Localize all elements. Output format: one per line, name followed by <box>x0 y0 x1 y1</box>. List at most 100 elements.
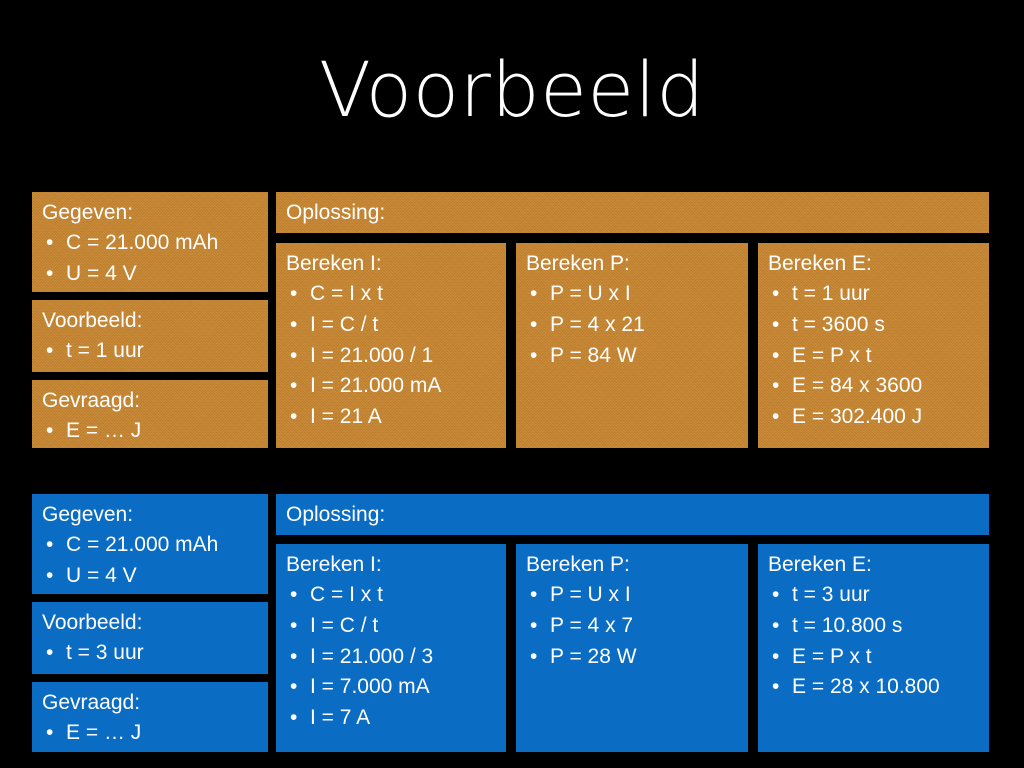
bullet-icon: • <box>290 312 298 336</box>
list-item-label: I = 21.000 / 3 <box>310 644 434 668</box>
list-item: •C = I x t <box>286 580 496 611</box>
blue-oplossing-header: Oplossing: <box>276 494 989 535</box>
bullet-icon: • <box>530 644 538 668</box>
list-item-label: C = I x t <box>310 582 383 606</box>
list-item-label: E = … J <box>66 720 142 744</box>
panel-heading: Gegeven: <box>42 503 134 526</box>
bullet-icon: • <box>46 640 54 664</box>
panel-heading: Bereken I: <box>286 252 382 275</box>
bullet-list: •t = 1 uur <box>42 336 258 367</box>
list-item-label: P = 84 W <box>550 343 637 367</box>
blue-gevraagd-panel: Gevraagd: •E = … J <box>32 682 268 752</box>
list-item-label: P = U x I <box>550 281 631 305</box>
blue-bereken-i-panel: Bereken I: •C = I x t•I = C / t•I = 21.0… <box>276 544 506 752</box>
panel-heading: Bereken P: <box>526 553 630 576</box>
list-item-label: I = 21.000 mA <box>310 374 442 398</box>
list-item-label: E = … J <box>66 418 142 442</box>
list-item-label: I = 7 A <box>310 706 371 730</box>
list-item-label: t = 1 uur <box>792 281 870 305</box>
panel-heading: Gegeven: <box>42 201 134 224</box>
list-item-label: C = 21.000 mAh <box>66 230 219 254</box>
list-item: • U = 4 V <box>42 561 258 592</box>
orange-oplossing-header: Oplossing: <box>276 192 989 233</box>
list-item: •C = I x t <box>286 279 496 310</box>
bullet-icon: • <box>46 532 54 556</box>
bullet-icon: • <box>290 281 298 305</box>
orange-gevraagd-panel: Gevraagd: •E = … J <box>32 380 268 448</box>
list-item-label: E = 302.400 J <box>792 405 923 429</box>
bullet-icon: • <box>772 675 780 699</box>
list-item: • I = 21 A <box>286 402 496 433</box>
list-item: • I = 21.000 / 3 <box>286 642 496 673</box>
list-item: •P = 4 x 21 <box>526 310 738 341</box>
bullet-icon: • <box>772 312 780 336</box>
blue-gegeven-panel: Gegeven: • C = 21.000 mAh • U = 4 V <box>32 494 268 594</box>
bullet-icon: • <box>46 720 54 744</box>
list-item: •E = P x t <box>768 341 979 372</box>
list-item-label: t = 3 uur <box>792 582 870 606</box>
bullet-icon: • <box>290 675 298 699</box>
list-item-label: P = 28 W <box>550 644 637 668</box>
list-item: •P = 4 x 7 <box>526 611 738 642</box>
list-item-label: E = P x t <box>792 644 872 668</box>
bullet-icon: • <box>290 374 298 398</box>
list-item: •I = 7.000 mA <box>286 672 496 703</box>
bullet-list: •t = 1 uur•t = 3600 s•E = P x t•E = 84 x… <box>768 279 979 433</box>
panel-heading: Bereken E: <box>768 252 872 275</box>
bullet-list: • t = 3 uur <box>42 638 258 669</box>
list-item: • I = 21.000 mA <box>286 371 496 402</box>
list-item: •P = 84 W <box>526 341 738 372</box>
list-item-label: t = 1 uur <box>66 338 144 362</box>
orange-bereken-i-panel: Bereken I: •C = I x t•I = C / t•I = 21.0… <box>276 243 506 448</box>
panel-heading: Oplossing: <box>286 503 386 526</box>
list-item-label: I = 21.000 / 1 <box>310 343 434 367</box>
bullet-list: •C = 21.000 mAh•U = 4 V <box>42 228 258 290</box>
list-item-label: t = 3 uur <box>66 640 144 664</box>
list-item: •U = 4 V <box>42 259 258 290</box>
panel-heading: Oplossing: <box>286 201 386 224</box>
bullet-list: • C = 21.000 mAh • U = 4 V <box>42 530 258 592</box>
list-item: • I = C / t <box>286 310 496 341</box>
orange-bereken-e-panel: Bereken E: • t = 1 uur • t = 3600 s •E = P x… <box>758 243 989 448</box>
list-item: •I = 7 A <box>286 703 496 734</box>
orange-voorbeeld-panel: Voorbeeld: •t = 1 uur <box>32 300 268 372</box>
list-item: • E = … J <box>42 718 258 749</box>
bullet-list: •t = 3 uur•t = 10.800 s•E = P x t•E = 28… <box>768 580 979 703</box>
list-item-label: t = 3600 s <box>792 312 885 336</box>
bullet-icon: • <box>530 312 538 336</box>
list-item-label: I = 21 A <box>310 405 382 429</box>
list-item: •t = 1 uur <box>42 336 258 367</box>
bullet-icon: • <box>46 563 54 587</box>
bullet-icon: • <box>772 374 780 398</box>
list-item: • I = 21.000 / 1 <box>286 341 496 372</box>
list-item: • P = 28 W <box>526 642 738 673</box>
list-item-label: U = 4 V <box>66 563 137 587</box>
panel-heading: Voorbeeld: <box>42 309 143 332</box>
bullet-list: •E = … J <box>42 416 258 447</box>
panel-heading: Bereken P: <box>526 252 630 275</box>
bullet-icon: • <box>772 281 780 305</box>
orange-bereken-p-panel: Bereken P: •P = U x I•P = 4 x 21•P = 84 … <box>516 243 748 448</box>
list-item: •E = … J <box>42 416 258 447</box>
bullet-icon: • <box>530 582 538 606</box>
list-item: • E = 84 x 3600 <box>768 371 979 402</box>
page-title: Voorbeeld <box>319 45 705 134</box>
list-item: •t = 10.800 s <box>768 611 979 642</box>
bullet-icon: • <box>290 644 298 668</box>
list-item: • E = P x t <box>768 642 979 673</box>
list-item: •P = U x I <box>526 279 738 310</box>
blue-bereken-e-panel: Bereken E: •t = 3 uur•t = 10.800 s•E = P… <box>758 544 989 752</box>
list-item-label: I = C / t <box>310 312 379 336</box>
list-item: •C = 21.000 mAh <box>42 228 258 259</box>
bullet-icon: • <box>290 405 298 429</box>
bullet-icon: • <box>772 644 780 668</box>
list-item: •E = 302.400 J <box>768 402 979 433</box>
orange-gegeven-panel: Gegeven: •C = 21.000 mAh•U = 4 V <box>32 192 268 292</box>
list-item: •t = 3 uur <box>768 580 979 611</box>
list-item-label: E = 84 x 3600 <box>792 374 923 398</box>
bullet-icon: • <box>290 343 298 367</box>
panel-heading: Gevraagd: <box>42 389 141 412</box>
list-item: • t = 3600 s <box>768 310 979 341</box>
list-item-label: C = 21.000 mAh <box>66 532 219 556</box>
